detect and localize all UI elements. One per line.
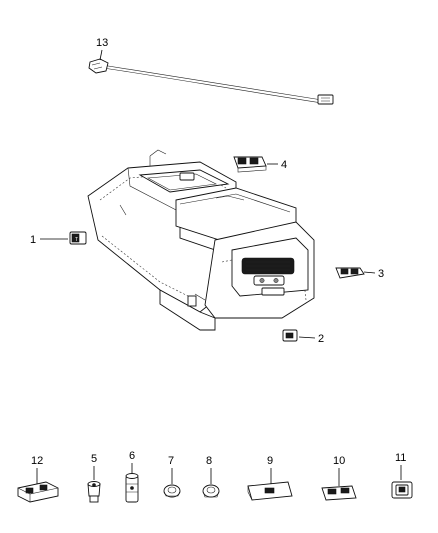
socket-5 <box>87 481 101 503</box>
callout-7: 7 <box>168 455 174 467</box>
module-9 <box>247 481 293 501</box>
callout-9: 9 <box>267 455 273 467</box>
usb-hub-12 <box>17 481 59 503</box>
callout-3: 3 <box>378 268 384 280</box>
wiring-harness-13 <box>88 58 334 105</box>
callout-12: 12 <box>31 455 43 467</box>
svg-text:T: T <box>75 237 78 243</box>
switch-11 <box>391 481 413 499</box>
switch-1: T <box>69 231 87 245</box>
callout-13: 13 <box>96 37 108 49</box>
ring-7 <box>163 484 181 498</box>
switch-2 <box>282 329 298 342</box>
callout-10: 10 <box>333 455 345 467</box>
outlet-3 <box>335 267 365 279</box>
ring-8 <box>202 484 220 498</box>
callout-6: 6 <box>129 450 135 462</box>
callout-2: 2 <box>318 333 324 345</box>
callout-1: 1 <box>30 234 36 246</box>
outlet-4 <box>233 156 267 173</box>
usb-port-10 <box>321 485 357 501</box>
center-console <box>87 149 315 331</box>
callout-8: 8 <box>206 455 212 467</box>
callout-4: 4 <box>281 159 287 171</box>
callout-5: 5 <box>91 453 97 465</box>
socket-6 <box>125 473 139 503</box>
callout-11: 11 <box>395 452 406 464</box>
